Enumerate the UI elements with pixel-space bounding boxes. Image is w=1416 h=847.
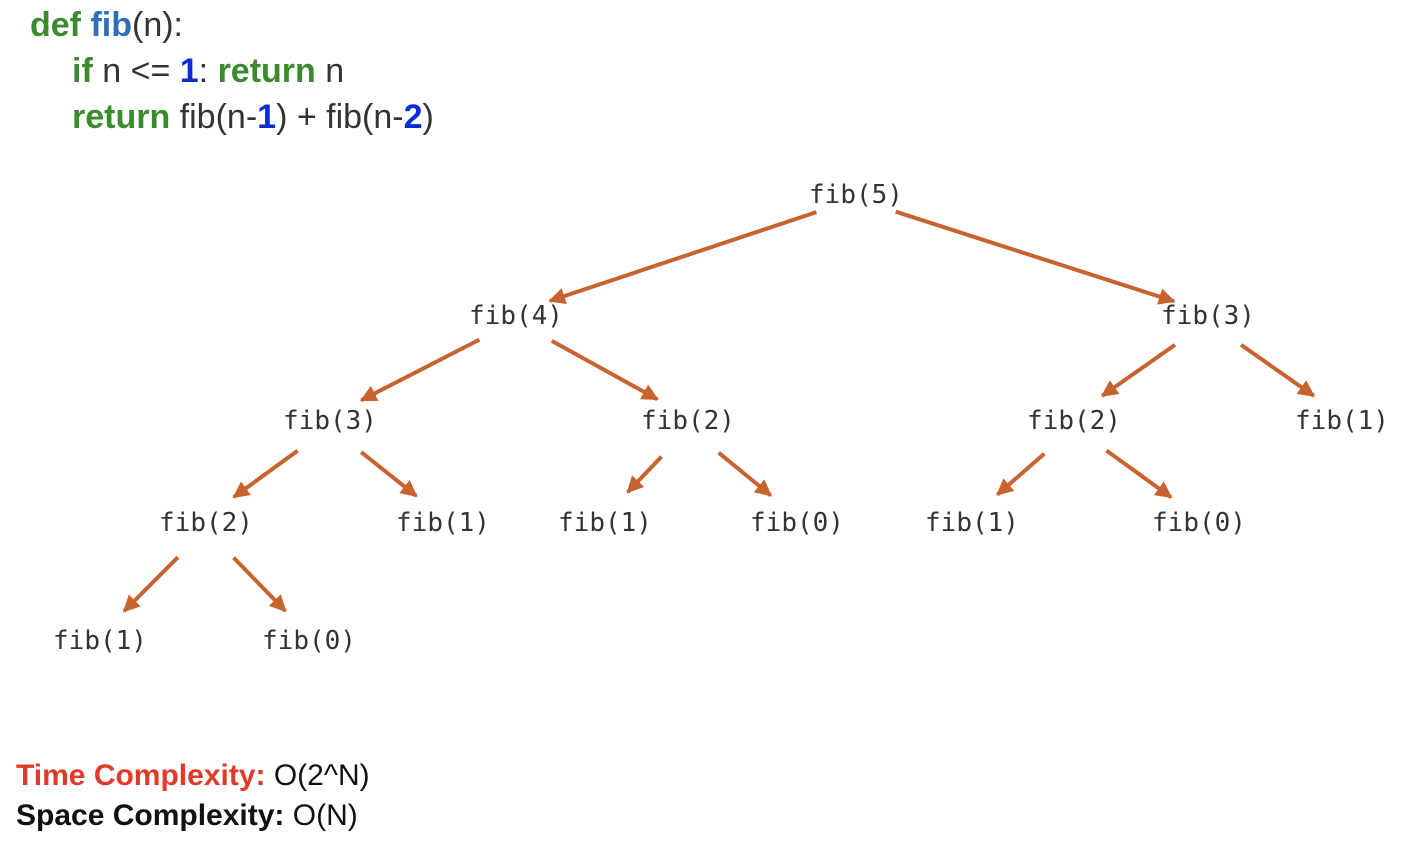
tree-node-fib-1: fib(1) [925,508,1019,538]
keyword-return: return [72,98,171,136]
tree-edge-n4-n2b [550,339,659,401]
code-params: (n): [132,6,183,44]
tree-edge-n2a-n0a [232,556,287,613]
tree-node-fib-1: fib(1) [558,508,652,538]
code-call-c: ) [422,98,434,136]
code-call-b: ) + fib(n- [276,98,404,136]
tree-node-fib-3: fib(3) [283,406,377,436]
tree-edge-n3a-n1b [359,450,418,498]
keyword-if: if [72,52,93,90]
tree-edge-n3b-n2c [1100,343,1177,398]
tree-edge-n2a-n1a [122,555,180,613]
tree-nodes: fib(5) fib(4) fib(3) fib(3) fib(2) fib(2… [53,180,1389,656]
tree-node-fib-1: fib(1) [1295,406,1389,436]
tree-edge-n2b-n0b [717,451,772,497]
tree-node-fib-1: fib(1) [53,626,147,656]
code-call-a: fib(n- [170,98,258,136]
code-condition: n <= [92,52,180,90]
tree-edge-n2b-n1c [626,455,663,494]
tree-edge-n2c-n0c [1105,448,1173,499]
tree-node-fib-2: fib(2) [159,508,253,538]
tree-node-fib-0: fib(0) [750,508,844,538]
tree-edge-n3b-n1e [1239,343,1316,398]
code-number: 1 [179,52,199,90]
recursion-tree: fib(5) fib(4) fib(3) fib(3) fib(2) fib(2… [53,180,1389,656]
code-line-1: def fib(n): [30,2,434,48]
code-number: 2 [403,98,423,136]
function-name: fib [90,6,132,44]
code-snippet: def fib(n): if n <= 1: return n return f… [30,2,434,140]
tree-node-fib-4: fib(4) [469,301,563,331]
tree-node-fib-1: fib(1) [396,508,490,538]
tree-edges [122,209,1316,613]
keyword-def: def [30,6,81,44]
tree-edge-n5-n4 [548,210,818,305]
code-line-3: return fib(n-1) + fib(n-2) [30,94,434,140]
tree-edge-n5-n3b [895,209,1176,305]
tree-node-fib-0: fib(0) [262,626,356,656]
time-complexity-value: O(2^N) [265,759,370,792]
tree-edge-n2c-n1d [996,452,1046,497]
code-line-2: if n <= 1: return n [30,48,434,94]
tree-node-fib-0: fib(0) [1152,508,1246,538]
keyword-return: return [217,52,316,90]
code-colon: : [198,52,218,90]
time-complexity-line: Time Complexity: O(2^N) [16,756,370,796]
tree-edge-n3a-n2a [232,449,299,499]
tree-node-fib-2: fib(2) [1027,406,1121,436]
complexity-summary: Time Complexity: O(2^N) Space Complexity… [16,756,370,836]
time-complexity-label: Time Complexity: [16,759,266,792]
code-return-value: n [315,52,345,90]
tree-node-fib-5: fib(5) [809,180,903,210]
space-complexity-label: Space Complexity: [16,799,285,832]
space-complexity-line: Space Complexity: O(N) [16,796,370,836]
tree-node-fib-3: fib(3) [1161,301,1255,331]
space-complexity-value: O(N) [284,799,358,832]
tree-node-fib-2: fib(2) [641,406,735,436]
code-number: 1 [257,98,277,136]
tree-edge-n4-n3a [359,337,481,403]
